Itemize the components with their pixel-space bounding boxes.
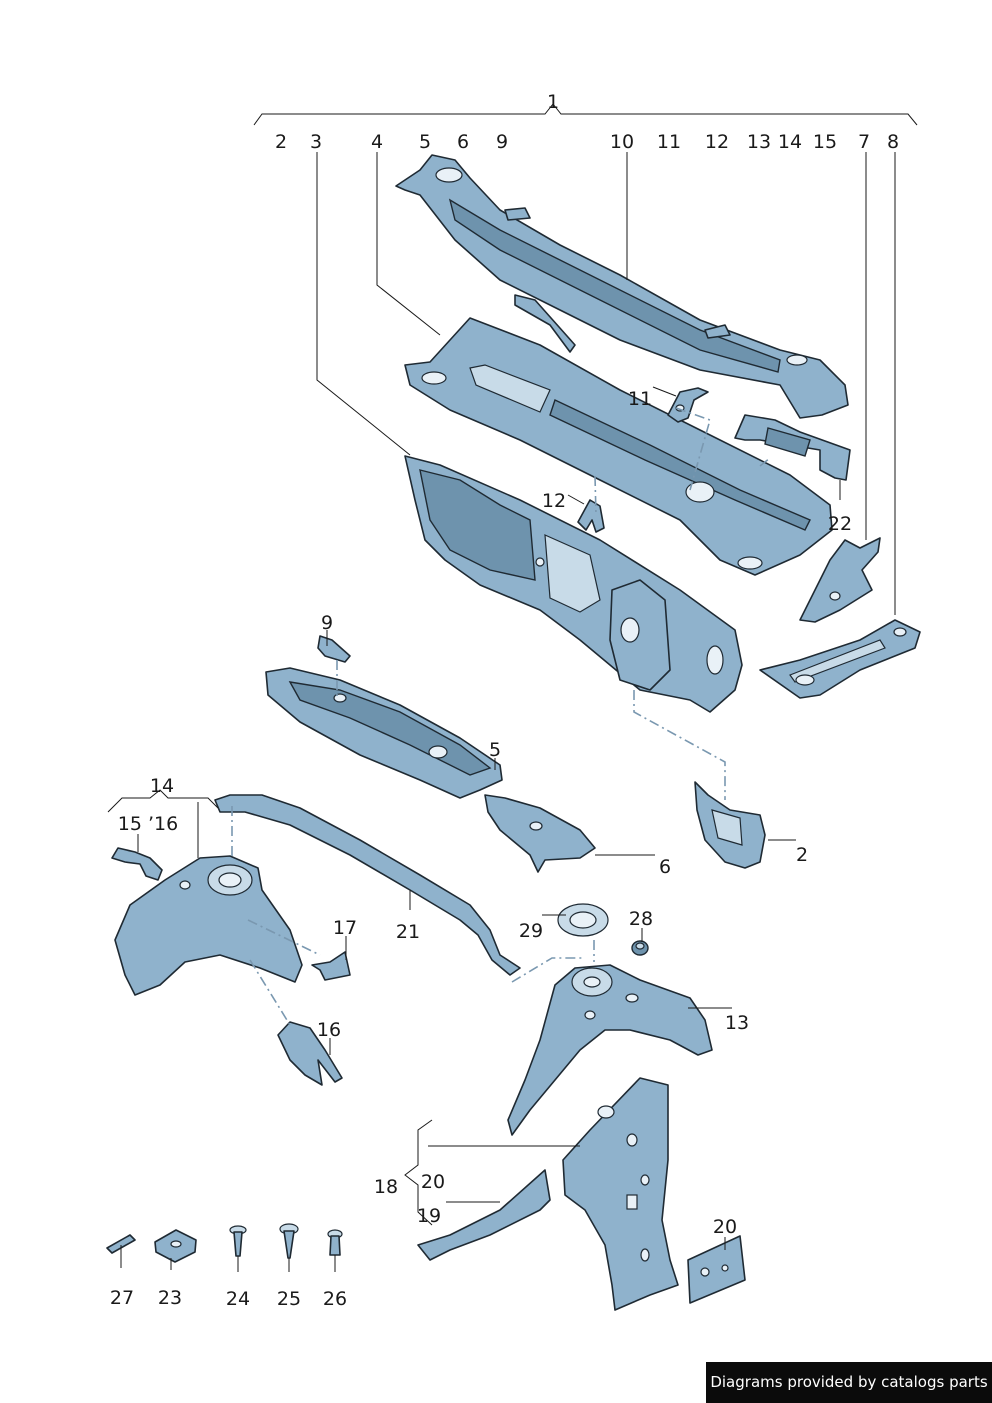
callout-21: 21 [396,921,420,943]
wheel-housing-14[interactable] [114,855,303,996]
alignment-line [249,959,291,1026]
callout-24: 24 [226,1288,250,1310]
callout-2-top: 2 [275,131,287,153]
callout-13: 13 [725,1012,749,1034]
callout-20b: 20 [713,1216,737,1238]
callout-20: 20 [421,1171,445,1193]
alignment-line [247,919,321,956]
callout-3: 3 [310,131,322,153]
callout-14: 14 [150,775,174,797]
reinforcement-19[interactable] [417,1169,551,1261]
bracket-6[interactable] [484,794,596,873]
cap-28[interactable] [631,940,649,956]
callout-6-top: 6 [457,131,469,153]
bracket-12[interactable] [577,499,605,533]
callout-16: 16 [317,1019,341,1041]
fastener-27[interactable] [106,1234,136,1254]
callout-14-top: 14 [778,131,802,153]
callout-18: 18 [374,1176,398,1198]
plate-20[interactable] [687,1235,746,1304]
fastener-25[interactable] [279,1223,299,1259]
callout-labels: 1 2 3 4 5 6 9 10 11 12 13 14 15 7 8 11 1… [110,91,899,1310]
callout-13-top: 13 [747,131,771,153]
callout-12-top: 12 [705,131,729,153]
cross-member-5[interactable] [265,667,503,799]
callout-5: 5 [489,739,501,761]
bracket-17[interactable] [311,951,351,981]
alignment-line [759,457,771,467]
callout-29: 29 [519,920,543,942]
bracket-15-16[interactable] [111,847,163,881]
bracket-7[interactable] [799,537,881,623]
leader-lines [107,152,896,1272]
callout-4: 4 [371,131,383,153]
bracket-16[interactable] [277,1021,343,1086]
callout-23: 23 [158,1287,182,1309]
callout-28: 28 [629,908,653,930]
reinforcement-22[interactable] [734,414,851,481]
support-8[interactable] [759,619,921,699]
callout-26: 26 [323,1288,347,1310]
callout-2: 2 [796,844,808,866]
assembly-bracket [253,103,918,126]
callout-9: 9 [321,612,333,634]
callout-11-top: 11 [657,131,681,153]
callout-15-16: 15 ’16 [118,813,178,835]
callout-6: 6 [659,856,671,878]
plenum-upper-panel[interactable] [395,154,849,419]
callout-12: 12 [542,490,566,512]
alignment-line [633,690,726,800]
callout-5-top: 5 [419,131,431,153]
callout-11: 11 [628,388,652,410]
strut-21[interactable] [214,794,521,976]
alignment-line [511,957,582,983]
closing-panel-2[interactable] [694,781,766,869]
gasket-29[interactable] [557,903,609,937]
callout-22: 22 [828,513,852,535]
callout-8: 8 [887,131,899,153]
fastener-23[interactable] [154,1229,197,1263]
alignment-line [675,407,711,491]
plenum-lower-tray[interactable] [404,317,833,576]
clip-9[interactable] [317,635,351,663]
callout-19: 19 [417,1205,441,1227]
callout-25: 25 [277,1288,301,1310]
pillar-inner-20[interactable] [562,1077,679,1311]
credit-banner: Diagrams provided by catalogs parts [706,1362,992,1403]
callout-27: 27 [110,1287,134,1309]
callout-9-top: 9 [496,131,508,153]
callout-10: 10 [610,131,634,153]
callout-15-top: 15 [813,131,837,153]
fastener-24[interactable] [229,1225,247,1257]
alignment-line [594,475,597,516]
callout-17: 17 [333,917,357,939]
bulkhead-panel[interactable] [404,455,743,713]
callout-1: 1 [547,91,559,113]
callout-7: 7 [858,131,870,153]
strut-tower-13[interactable] [507,964,713,1136]
fastener-26[interactable] [327,1229,343,1256]
